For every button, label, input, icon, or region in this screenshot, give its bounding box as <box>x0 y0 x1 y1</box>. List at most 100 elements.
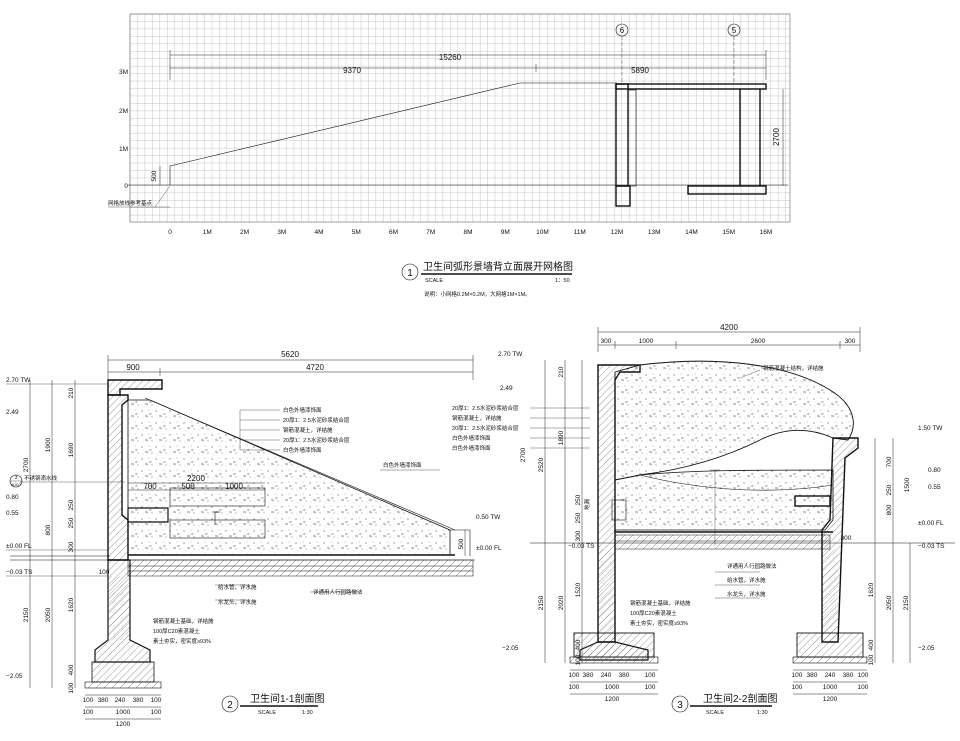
dim-height: 2700 <box>772 128 781 146</box>
s2-hdim: 380 <box>583 672 594 679</box>
s1-vdim: 210 <box>68 387 75 398</box>
s1-vdim: 1900 <box>45 437 52 452</box>
section-2-dimensions <box>544 327 911 695</box>
s1-found-note: 素土夯实，密实度≥93% <box>153 637 211 645</box>
s1-level: 2.70 TW <box>6 377 31 384</box>
s1-hdim: 100 <box>83 709 94 716</box>
x-tick-label: 16M <box>760 229 773 236</box>
elevation-title: 卫生间弧形景墙背立面展开网格图 <box>423 260 573 273</box>
s2-found-note: 100厚C20素混凝土 <box>630 609 677 617</box>
s1-level: −2.05 <box>6 673 23 680</box>
s1-hdim: 240 <box>115 697 126 704</box>
s1-right-dim: 500 <box>458 538 465 549</box>
s2-vdim: 400 <box>575 639 582 650</box>
x-tick-label: 2M <box>240 229 249 236</box>
s1-level: 2.49 <box>6 409 19 416</box>
s1-dim-left: 900 <box>126 363 140 372</box>
x-tick-label: 4M <box>314 229 323 236</box>
s1-level: 0.80 <box>6 494 19 501</box>
s1-hdim: 1000 <box>116 709 131 716</box>
s2-rdim: 1620 <box>868 582 875 597</box>
y-tick-label: 0 <box>124 183 128 190</box>
s1-hdim: 100 <box>151 709 162 716</box>
title-number-2: 2 <box>227 700 233 711</box>
s2-vdim: 210 <box>558 366 565 377</box>
s2-dim-d: 300 <box>845 338 856 345</box>
s2-dim-c: 2600 <box>751 338 766 345</box>
s1-callout: 钢筋混凝土，详结施 <box>283 426 333 434</box>
x-tick-label: 10M <box>536 229 549 236</box>
s2-level: 2.70 TW <box>498 351 523 358</box>
x-tick-label: 5M <box>352 229 361 236</box>
title-number-1: 1 <box>407 268 413 279</box>
s2-vdim: 100 <box>575 654 582 665</box>
s2-rdim: 2050 <box>886 595 893 610</box>
s2-callout: 水龙头，详水施 <box>727 590 766 598</box>
s1-mid-total: 2200 <box>187 474 205 483</box>
s2-hdim: 100 <box>569 672 580 679</box>
s2-callout: 钢筋混凝土结构，详结施 <box>763 364 824 372</box>
s2-hdim: 240 <box>601 672 612 679</box>
s2-hdim: 240 <box>825 672 836 679</box>
s2-rdim: 800 <box>886 504 893 515</box>
axis-6-label: 6 <box>620 26 625 35</box>
dim-right: 5890 <box>631 66 649 75</box>
s1-callout: 详通用人行园路做法 <box>313 588 363 596</box>
s2-rdim: 100 <box>868 654 875 665</box>
s2-level: −2.05 <box>918 645 935 652</box>
x-tick-label: 0 <box>168 229 172 236</box>
s2-hdim: 380 <box>619 672 630 679</box>
s1-vdim: 250 <box>68 517 75 528</box>
s2-hdim: 100 <box>645 672 656 679</box>
s2-level: 0.55 <box>928 484 941 491</box>
s2-vdim: 1520 <box>575 582 582 597</box>
s2-found-note: 素土夯实，密实度≥93% <box>630 619 688 627</box>
s2-hdim: 1000 <box>823 684 838 691</box>
s2-level: 2.49 <box>500 385 513 392</box>
s1-vdim: 1690 <box>68 442 75 457</box>
s2-hdim: 380 <box>807 672 818 679</box>
s1-callout: 20厚1：2.5水泥砂浆结合层 <box>283 436 350 444</box>
s2-callout: 20厚1：2.5水泥砂浆结合层 <box>452 404 519 412</box>
s1-found-note: 钢筋混凝土基础，详结施 <box>153 617 214 625</box>
s1-hdim: 380 <box>133 697 144 704</box>
x-tick-label: 11M <box>574 229 586 236</box>
s1-hdim: 100 <box>83 697 94 704</box>
s1-callout: 20厚1：2.5水泥砂浆结合层 <box>283 416 350 424</box>
title-number-3: 3 <box>677 700 683 711</box>
s2-rdim: 2150 <box>903 595 910 610</box>
s1-callout: 给水管，详水施 <box>218 583 257 591</box>
x-tick-label: 14M <box>685 229 698 236</box>
s1-callout-leaders <box>20 409 440 601</box>
s1-level: 0.50 TW <box>476 514 501 521</box>
s1-detail-tag-sub: dt-517 <box>11 483 21 487</box>
s2-vdim: 2520 <box>538 457 545 472</box>
s2-callout: 给水管，详水施 <box>727 576 766 584</box>
y-tick-label: 2M <box>119 108 128 115</box>
s2-hdim: 1200 <box>605 696 620 703</box>
s2-rdim: 300 <box>841 535 852 542</box>
x-tick-label: 12M <box>611 229 624 236</box>
s1-hdim: 1200 <box>116 721 131 728</box>
elevation-dimensions <box>159 23 784 186</box>
x-tick-label: 15M <box>722 229 735 236</box>
s2-hdim: 100 <box>858 684 869 691</box>
elevation-scale-label: SCALE <box>425 278 443 284</box>
s2-level: −2.05 <box>502 645 519 652</box>
s2-rdim: 400 <box>868 639 875 650</box>
y-tick-label: 3M <box>119 69 128 76</box>
s1-vdim: 1620 <box>68 597 75 612</box>
s2-hdim: 1000 <box>605 684 620 691</box>
s1-dim-right: 4720 <box>306 363 324 372</box>
s1-level: ±0.00 FL <box>476 545 502 552</box>
elevation-note: 说明：小网格0.2M×0.2M，大网格1M×1M。 <box>424 290 531 298</box>
s1-callout: 白色外墙漆饰面 <box>383 461 422 469</box>
s2-hdim: 100 <box>569 684 580 691</box>
s1-dim-total: 5620 <box>281 350 299 359</box>
s1-vdim: 2700 <box>23 457 30 472</box>
s2-callout: 钢筋混凝土，详结施 <box>452 414 502 422</box>
s2-level: 1.50 TW <box>918 425 943 432</box>
section-1-geometry <box>10 379 475 689</box>
